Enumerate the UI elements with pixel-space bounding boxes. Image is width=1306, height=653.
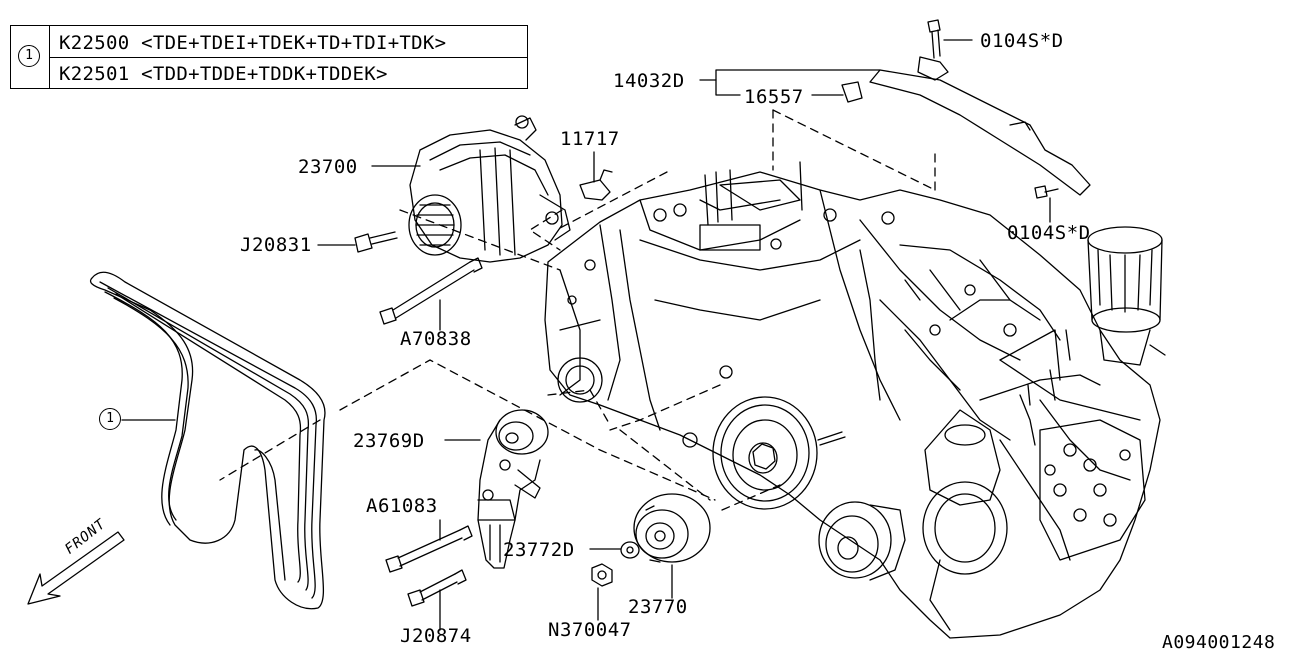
legend-row-1: K22500 <TDE+TDEI+TDEK+TD+TDI+TDK>	[49, 26, 527, 58]
drive-belt	[89, 271, 326, 610]
legend-row-2: K22501 <TDD+TDDE+TDDK+TDDEK>	[49, 57, 527, 88]
label-alternator-bolt: J20831	[240, 234, 312, 256]
water-pump	[818, 501, 906, 581]
legend-ref-cell: 1	[11, 26, 50, 88]
washer	[620, 541, 640, 559]
front-arrow-icon	[27, 531, 125, 605]
label-cover: 14032D	[613, 70, 685, 92]
label-washer: 23772D	[503, 539, 575, 561]
alternator-bolt	[354, 231, 398, 253]
label-bolt-right: 0104S*D	[1007, 222, 1091, 244]
label-bolt-j20874: J20874	[400, 625, 472, 647]
legend-ref-marker: 1	[18, 45, 40, 67]
idler-pulley	[633, 493, 711, 563]
leader-lines	[121, 39, 1051, 631]
belt-ref-marker: 1	[99, 408, 121, 430]
legend-row-2-text: K22501 <TDD+TDDE+TDDK+TDDEK>	[59, 63, 388, 85]
legend-table: 1 K22500 <TDE+TDEI+TDEK+TD+TDI+TDK> K225…	[10, 25, 528, 89]
nut	[591, 563, 613, 587]
bolt-j20874	[407, 569, 467, 607]
clip-16557	[841, 81, 863, 103]
tensioner	[477, 409, 549, 569]
label-clip: 16557	[744, 86, 804, 108]
oil-filter	[1087, 226, 1166, 366]
bolt-right	[1034, 185, 1059, 199]
sensor	[579, 169, 613, 201]
alternator	[408, 115, 571, 263]
label-bracket-bolt: A70838	[400, 328, 472, 350]
label-tensioner: 23769D	[353, 430, 425, 452]
engine-block	[544, 161, 1161, 639]
bolt-top	[927, 19, 941, 59]
label-alternator: 23700	[298, 156, 358, 178]
label-nut: N370047	[548, 619, 632, 641]
tensioner-bolt	[385, 525, 473, 573]
engine-cover	[869, 56, 1091, 196]
reference-lines	[219, 109, 936, 511]
drawing-number: A094001248	[1162, 632, 1276, 653]
legend-row-1-text: K22500 <TDE+TDEI+TDEK+TD+TDI+TDK>	[59, 32, 447, 54]
crank-pulley	[712, 396, 846, 510]
label-tensioner-bolt: A61083	[366, 495, 438, 517]
label-bolt-top: 0104S*D	[980, 30, 1064, 52]
label-sensor: 11717	[560, 128, 620, 150]
label-idler: 23770	[628, 596, 688, 618]
bracket-bolt	[379, 257, 483, 325]
